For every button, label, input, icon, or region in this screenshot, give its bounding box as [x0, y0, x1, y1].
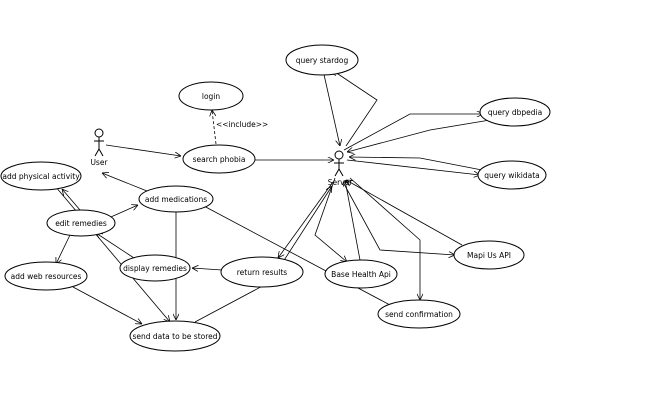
edge-server-confirmation [349, 177, 420, 300]
actor-label: User [90, 158, 108, 167]
use-case-return-results[interactable]: return results [220, 256, 304, 288]
use-case-edit-remedies[interactable]: edit remedies [46, 209, 116, 237]
edge-server-stardog [322, 69, 340, 146]
use-case-query-dbpedia[interactable]: query dbpedia [479, 97, 551, 127]
edge-server-basehealth [314, 177, 347, 262]
use-case-label: Mapi Us API [467, 251, 511, 260]
use-case-label: search phobia [193, 155, 246, 164]
use-case-label: query wikidata [484, 171, 540, 180]
include-label: <<include>> [216, 120, 268, 129]
use-cases: query stardog login query dbpedia search… [0, 44, 551, 352]
edge-mapi-server [346, 180, 463, 246]
actor-label: Server [328, 178, 354, 187]
use-case-query-stardog[interactable]: query stardog [285, 44, 359, 76]
use-case-label: login [202, 92, 221, 101]
use-case-label: add medications [145, 195, 207, 204]
use-case-query-wikidata[interactable]: query wikidata [477, 160, 547, 190]
use-case-login[interactable]: login [178, 81, 244, 111]
actor-server[interactable]: Server [328, 150, 354, 187]
edge-send-server [194, 186, 332, 323]
use-case-label: add physical activity [2, 172, 80, 181]
edge-display-edit [96, 233, 135, 259]
use-case-send-confirmation[interactable]: send confirmation [377, 299, 461, 329]
use-case-label: Base Health Api [331, 270, 391, 279]
edge-server-wikidata [346, 159, 480, 175]
use-case-send-data-to-be-stored[interactable]: send data to be stored [129, 320, 221, 352]
use-case-label: query stardog [296, 56, 349, 65]
edge-dbpedia-server [347, 119, 491, 152]
edge-server-mapi [342, 181, 455, 255]
use-case-mapi-us-api[interactable]: Mapi Us API [453, 240, 525, 270]
use-case-label: return results [237, 268, 288, 277]
edge-return-display [192, 268, 223, 270]
edge-medications-physical [102, 173, 148, 192]
edge-edit-physical [62, 189, 81, 211]
use-case-display-remedies[interactable]: display remedies [119, 254, 191, 282]
use-case-add-medications[interactable]: add medications [138, 185, 214, 213]
edge-stardog-server [332, 70, 378, 147]
edge-server-dbpedia [343, 114, 483, 151]
edge-server-return [278, 181, 334, 258]
use-case-label: query dbpedia [488, 108, 542, 117]
edge-wikidata-server [349, 157, 483, 171]
edge-physical-send [54, 185, 170, 322]
use-case-label: send confirmation [385, 310, 453, 319]
use-case-label: add web resources [11, 272, 82, 281]
use-case-label: display remedies [123, 264, 187, 273]
include-edge [212, 110, 217, 145]
edge-user-search [105, 144, 181, 156]
edge-medications-confirmation [201, 204, 391, 306]
edge-basehealth-server [345, 180, 361, 261]
use-case-search-phobia[interactable]: search phobia [182, 144, 256, 174]
use-case-label: send data to be stored [132, 332, 217, 341]
use-case-add-physical-activity[interactable]: add physical activity [0, 161, 82, 191]
edge-web-send [72, 286, 142, 324]
edge-edit-web [56, 234, 71, 264]
use-case-base-health-api[interactable]: Base Health Api [324, 259, 398, 289]
actor-user[interactable]: User [90, 128, 108, 167]
use-case-label: edit remedies [55, 219, 107, 228]
use-case-add-web-resources[interactable]: add web resources [4, 261, 88, 291]
